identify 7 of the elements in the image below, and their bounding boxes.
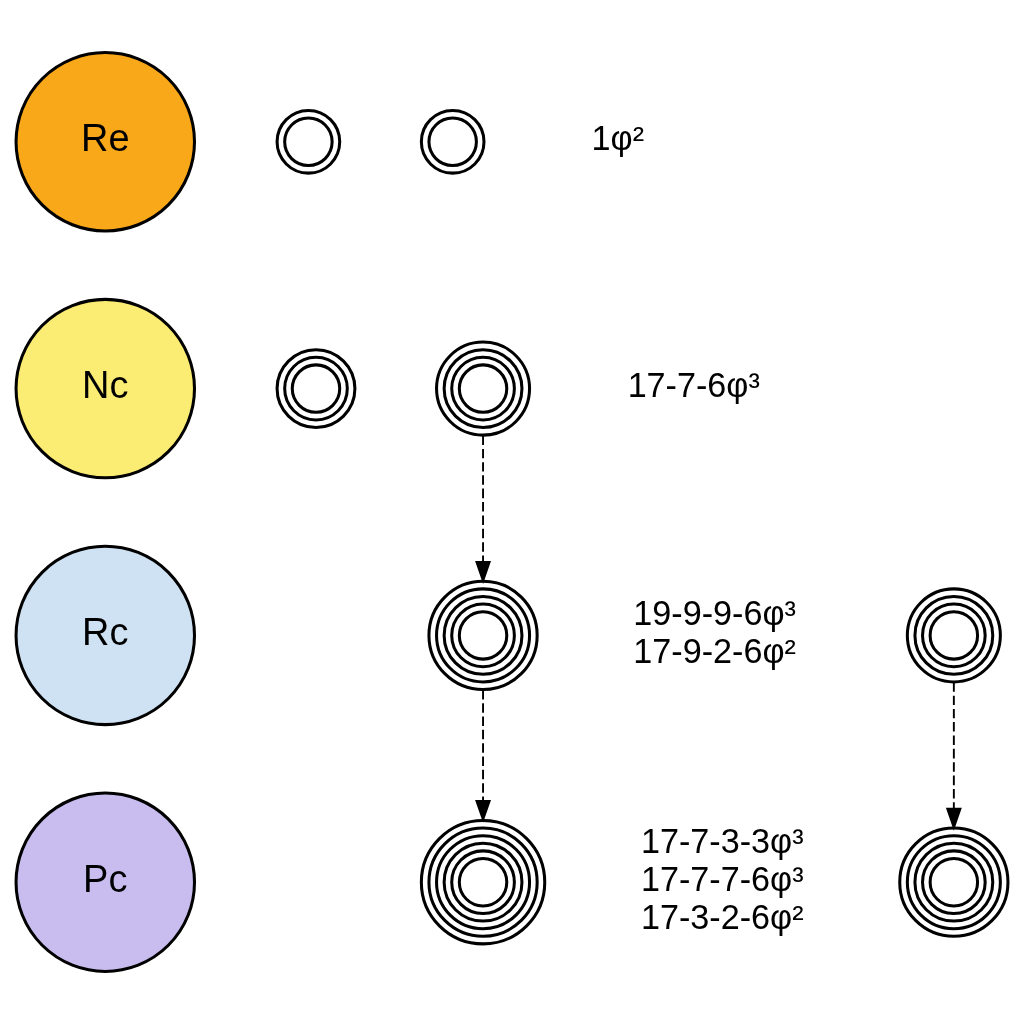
node-label: 17-7-3-3φ³ [640, 821, 804, 860]
node-label: 1φ² [591, 119, 645, 158]
node-label: 17-7-7-6φ³ [640, 859, 804, 898]
node-label: 17-9-2-6φ² [633, 631, 796, 670]
node-label: 17-3-2-6φ² [640, 897, 804, 936]
node-label: 17-7-6φ³ [627, 365, 760, 404]
node-label: 19-9-9-6φ³ [633, 593, 796, 632]
